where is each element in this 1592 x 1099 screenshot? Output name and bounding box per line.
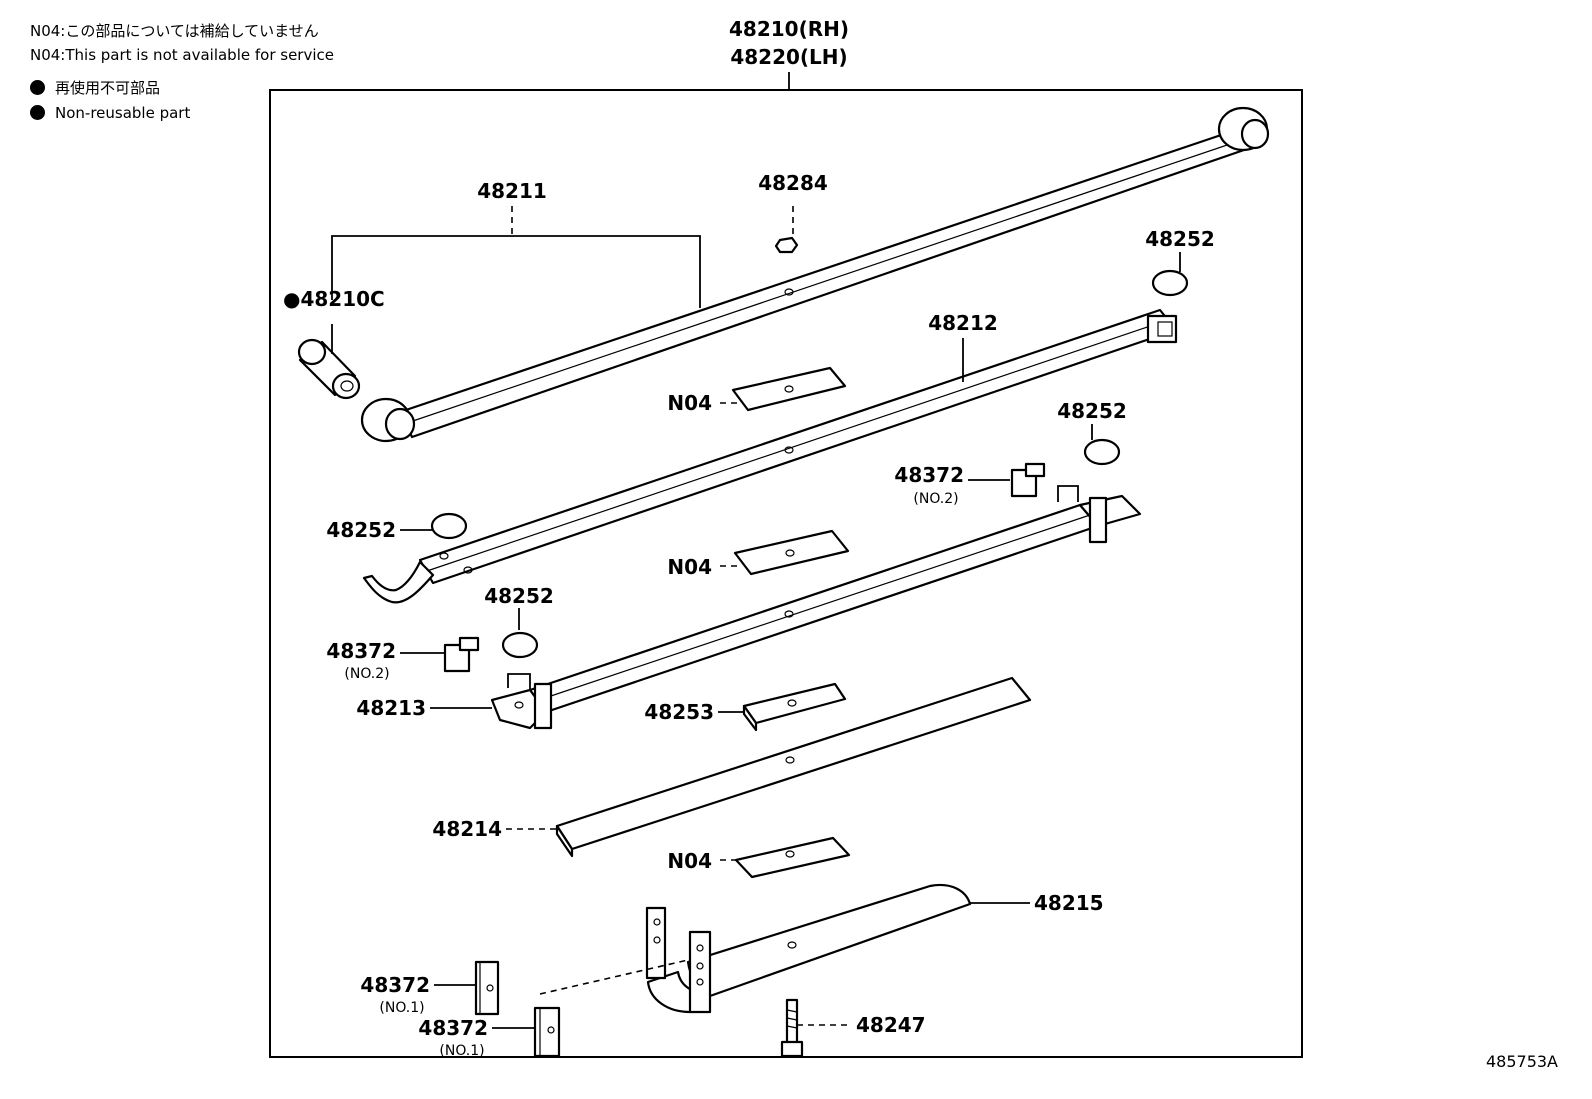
nut-48284 [774,236,799,254]
label-48220-lh: 48220(LH) [730,45,847,69]
label-n04-a: N04 [667,391,712,415]
bolt-48247 [780,998,804,1058]
label-48253: 48253 [644,700,714,724]
label-48213: 48213 [356,696,426,720]
label-48372-no2-left: 48372 [326,639,396,663]
n04-plate-a [731,366,847,412]
bullet-icon [30,80,45,95]
spacer-48253 [742,682,847,732]
legend-nonreusable-en: Non-reusable part [30,104,190,122]
label-48252-mid-right: 48252 [1057,399,1127,423]
diagram-code: 485753A [1485,1052,1558,1071]
legend-nonreusable-jp: 再使用不可部品 [30,79,160,97]
label-48372-no2-right-sub: (NO.2) [913,491,958,507]
label-48210-rh: 48210(RH) [729,17,849,41]
n04-plate-c [734,836,851,879]
clip-48372-no1-b [533,1006,561,1058]
cap-48252-mid-right [1083,438,1121,466]
bullet-icon [30,105,45,120]
label-48372-no1-a-sub: (NO.1) [379,1000,424,1016]
cap-48252-left [430,512,468,540]
label-n04-b: N04 [667,555,712,579]
leaf-48215 [645,883,972,1014]
bushing-48210c [297,338,361,400]
label-48211: 48211 [477,179,547,203]
label-48372-no1-a: 48372 [360,973,430,997]
leader-lines [331,206,1181,1029]
legend-note-jp: N04:この部品については補給していません [30,22,319,40]
label-48247: 48247 [856,1013,926,1037]
label-48215: 48215 [1034,891,1104,915]
n04-plate-b [733,529,850,576]
label-48372-no2-left-sub: (NO.2) [344,666,389,682]
label-48214: 48214 [432,817,502,841]
label-48212: 48212 [928,311,998,335]
legend-note-en: N04:This part is not available for servi… [30,46,334,64]
assembly-dashed-line [539,959,689,995]
leaf-48213 [490,485,1142,730]
leaf-48214 [555,676,1032,858]
label-48372-no1-b-sub: (NO.1) [439,1043,484,1059]
clip-48372-no2-right [1010,462,1046,498]
label-48284: 48284 [758,171,828,195]
main-leaf-48211 [360,106,1270,443]
leaf-48212 [362,308,1178,604]
label-48252-low: 48252 [484,584,554,608]
legend-nonreusable-en-text: Non-reusable part [55,104,191,122]
clip-48372-no1-a [474,960,500,1016]
label-48210c: ●48210C [283,287,385,311]
clip-48372-no2-left [443,636,480,673]
cap-48252-top [1151,269,1189,297]
label-n04-c: N04 [667,849,712,873]
label-48252-top: 48252 [1145,227,1215,251]
label-48372-no1-b: 48372 [418,1016,488,1040]
label-48372-no2-right: 48372 [894,463,964,487]
label-48252-left: 48252 [326,518,396,542]
cap-48252-low [501,631,539,659]
legend-nonreusable-jp-text: 再使用不可部品 [55,79,161,97]
